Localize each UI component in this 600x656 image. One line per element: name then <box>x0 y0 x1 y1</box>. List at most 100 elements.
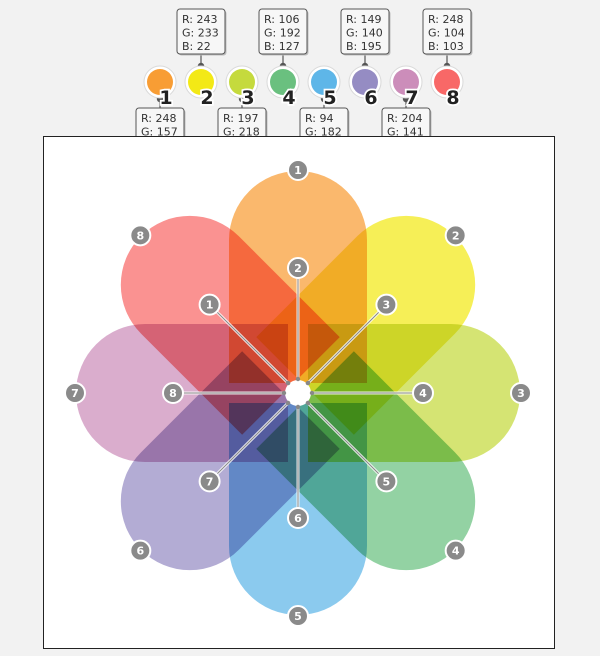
spoke-anchor <box>305 380 311 386</box>
rgb-value-text: R: 197 <box>223 112 259 125</box>
rgb-value-text: G: 233 <box>182 27 219 40</box>
spoke-anchor <box>295 404 301 410</box>
spoke-anchor <box>285 380 291 386</box>
color-swatch-2: 2 <box>184 65 218 111</box>
marker-circle <box>287 605 309 627</box>
flower-center-hole <box>285 380 311 406</box>
marker-number: 7 <box>71 387 79 400</box>
spoke-line <box>209 304 289 384</box>
rgb-value-text: R: 248 <box>428 13 464 26</box>
rgb-value-text: G: 182 <box>305 126 342 139</box>
marker-circle <box>412 382 434 404</box>
inner-marker-2: 2 <box>287 257 309 279</box>
inner-marker-1: 1 <box>198 293 221 316</box>
rgb-label-frame <box>422 8 472 55</box>
inner-marker-8: 8 <box>162 382 184 404</box>
spoke-line <box>307 304 387 384</box>
swatch-dot <box>311 69 337 95</box>
spoke-anchor <box>309 390 315 396</box>
rgb-value-text: G: 140 <box>346 27 383 40</box>
outer-marker-2: 2 <box>444 224 467 247</box>
rgb-value-text: B: 22 <box>182 40 211 53</box>
rgb-value-text: G: 157 <box>141 126 178 139</box>
marker-circle <box>375 470 398 493</box>
outer-marker-1: 1 <box>287 159 309 181</box>
marker-number: 4 <box>452 545 460 558</box>
rgb-label-frame <box>340 8 390 55</box>
swatch-dot <box>229 69 255 95</box>
rgb-value-text: R: 94 <box>305 112 334 125</box>
color-swatch-8: 8 <box>430 65 464 111</box>
outer-marker-4: 4 <box>444 539 467 562</box>
spoke-line <box>209 402 289 482</box>
rgb-value-text: R: 149 <box>346 13 382 26</box>
rgb-value-text: G: 192 <box>264 27 301 40</box>
marker-number: 7 <box>206 475 214 488</box>
marker-circle <box>287 159 309 181</box>
marker-circle <box>129 539 152 562</box>
swatch-number: 2 <box>200 87 213 109</box>
swatch-number: 6 <box>364 87 377 109</box>
marker-number: 6 <box>294 512 302 525</box>
spoke-anchor <box>281 390 287 396</box>
swatch-number: 4 <box>282 87 295 109</box>
marker-circle <box>444 539 467 562</box>
marker-number: 5 <box>294 610 302 623</box>
marker-number: 1 <box>206 299 214 312</box>
swatch-dot <box>188 69 214 95</box>
color-swatch-row: 1 2 3 4 5 6 7 8 <box>143 65 464 111</box>
swatch-dot <box>393 69 419 95</box>
swatch-dot <box>147 69 173 95</box>
marker-circle <box>64 382 86 404</box>
marker-circle <box>198 470 221 493</box>
marker-number: 4 <box>419 387 427 400</box>
marker-circle <box>287 507 309 529</box>
outer-marker-6: 6 <box>129 539 152 562</box>
marker-number: 6 <box>136 545 144 558</box>
marker-circle <box>198 293 221 316</box>
inner-marker-4: 4 <box>412 382 434 404</box>
color-swatch-6: 6 <box>348 65 382 111</box>
inner-marker-5: 5 <box>375 470 398 493</box>
marker-number: 3 <box>517 387 525 400</box>
rgb-label-frame <box>176 8 226 55</box>
marker-number: 1 <box>294 164 302 177</box>
rgb-value-text: R: 243 <box>182 13 218 26</box>
rgb-value-text: R: 204 <box>387 112 423 125</box>
marker-circle <box>510 382 532 404</box>
inner-marker-3: 3 <box>375 293 398 316</box>
spoke-line <box>307 402 387 482</box>
inner-marker-7: 7 <box>198 470 221 493</box>
marker-circle <box>162 382 184 404</box>
marker-number: 8 <box>136 229 144 242</box>
marker-number: 8 <box>169 387 177 400</box>
swatch-number: 7 <box>405 87 418 109</box>
swatch-number: 5 <box>323 87 336 109</box>
color-swatch-1: 1 <box>143 65 177 111</box>
swatch-dot <box>270 69 296 95</box>
rgb-value-text: R: 248 <box>141 112 177 125</box>
color-swatch-4: 4 <box>266 65 300 111</box>
outer-marker-7: 7 <box>64 382 86 404</box>
rgb-value-text: B: 195 <box>346 40 382 53</box>
swatch-dot <box>434 69 460 95</box>
swatch-number: 8 <box>446 87 459 109</box>
marker-circle <box>129 224 152 247</box>
rgb-value-text: G: 104 <box>428 27 465 40</box>
marker-number: 2 <box>452 229 460 242</box>
spoke-anchor <box>305 400 311 406</box>
swatch-number: 1 <box>159 87 172 109</box>
marker-circle <box>444 224 467 247</box>
spoke-anchor <box>285 400 291 406</box>
inner-marker-6: 6 <box>287 507 309 529</box>
swatch-number: 3 <box>241 87 254 109</box>
outer-marker-8: 8 <box>129 224 152 247</box>
marker-circle <box>287 257 309 279</box>
rgb-value-text: G: 218 <box>223 126 260 139</box>
rgb-value-text: G: 141 <box>387 126 424 139</box>
rgb-value-text: R: 106 <box>264 13 300 26</box>
